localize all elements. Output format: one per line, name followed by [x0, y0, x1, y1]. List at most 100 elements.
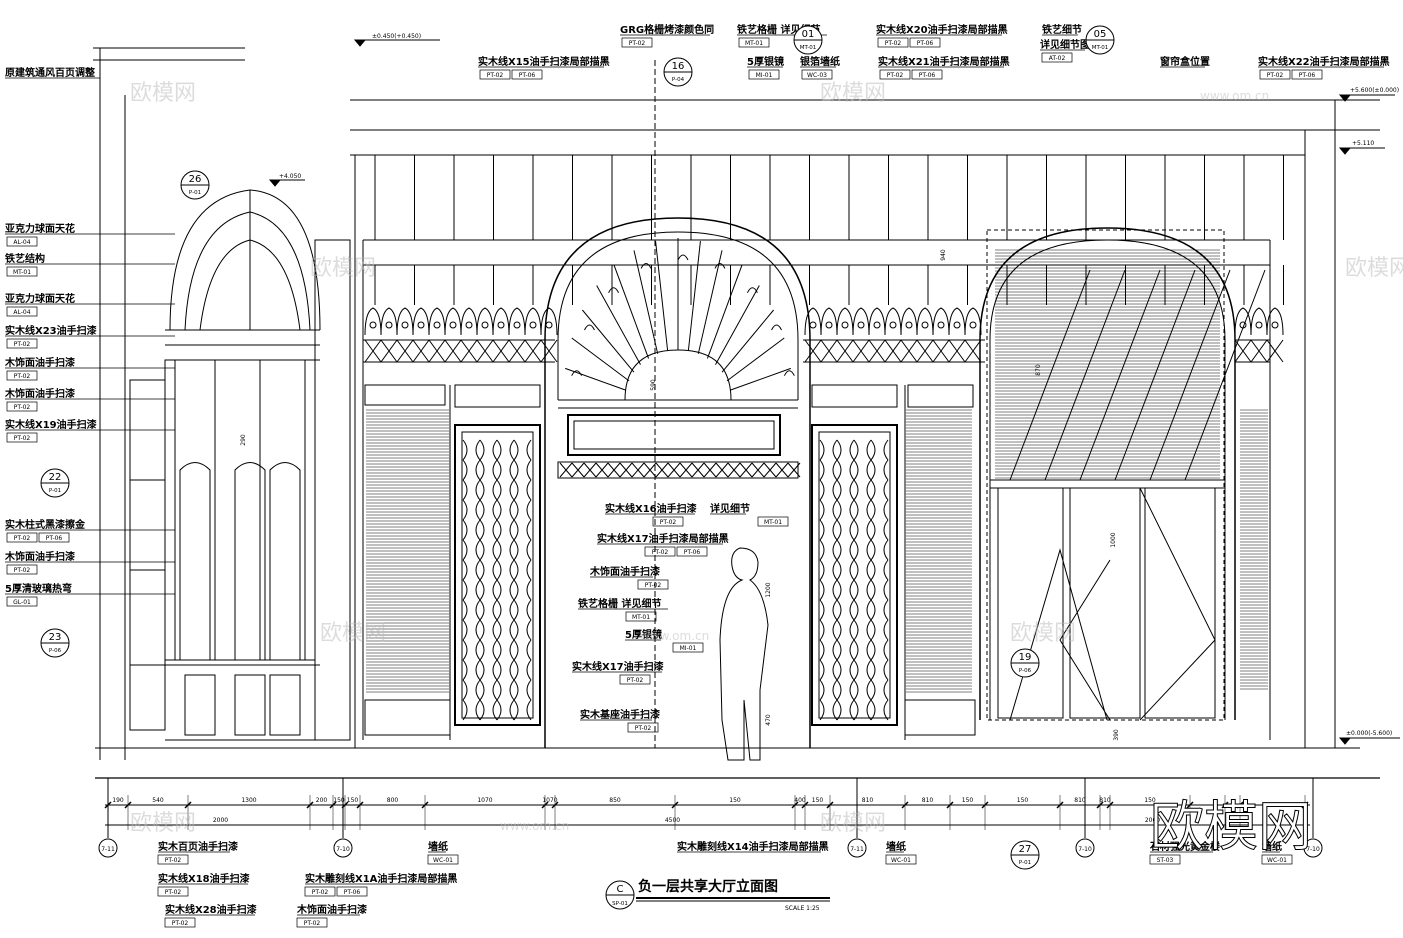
material-tag	[1261, 854, 1293, 865]
level-marker-top: ±0.450(+0.450)	[353, 33, 440, 47]
top-label: 实木线X22油手扫漆局部描黑	[1258, 55, 1390, 68]
side-dim-value: 940	[940, 249, 947, 261]
dim-value: 4500	[665, 817, 680, 824]
material-tag-text: PT-02	[887, 72, 904, 79]
left-label: 木饰面油手扫漆	[4, 550, 75, 563]
material-tag-text: PT-02	[304, 920, 321, 927]
left-label: 5厚清玻璃热弯	[5, 582, 72, 595]
material-tag-text: MT-01	[13, 269, 31, 276]
dim-value: 150	[333, 797, 345, 804]
material-tag-text: MI-01	[756, 72, 773, 79]
material-tag	[6, 370, 38, 381]
material-tag	[38, 532, 70, 543]
material-tag-text: PT-06	[519, 72, 536, 79]
material-tag-text: PT-02	[172, 920, 189, 927]
material-tag	[1149, 854, 1181, 865]
dim-lines	[105, 804, 1310, 826]
material-tag-text: PT-02	[312, 889, 329, 896]
material-tag	[6, 564, 38, 575]
bottom-label: 墙纸	[1262, 840, 1282, 853]
top-label: 窗帘盒位置	[1160, 55, 1210, 68]
left-label: 铁艺结构	[5, 252, 45, 265]
material-tag	[676, 546, 708, 557]
center-label: 木饰面油手扫漆	[589, 565, 660, 578]
material-tag-text: PT-02	[14, 435, 31, 442]
svg-text:+4.050: +4.050	[279, 173, 301, 180]
dim-value: 540	[152, 797, 164, 804]
bottom-label: 实木百页油手扫漆	[158, 840, 238, 853]
material-tag	[748, 69, 780, 80]
bubble-sheet: P-04	[672, 77, 685, 83]
decorative-crest	[364, 307, 1284, 363]
dim-value: 1070	[477, 797, 492, 804]
material-tag-text: PT-02	[652, 549, 669, 556]
center-label: 实木线X16油手扫漆	[605, 502, 697, 515]
material-tag	[6, 401, 38, 412]
material-tag-text: AL-04	[13, 239, 30, 246]
material-tag-text: WC-03	[807, 72, 827, 79]
svg-text:±0.000(-5.600): ±0.000(-5.600)	[1346, 730, 1392, 737]
material-tag	[296, 917, 328, 928]
bottom-label: 实木线X28油手扫漆	[165, 903, 257, 916]
material-tag	[6, 266, 38, 277]
window-hatch	[1009, 269, 1266, 481]
center-label: 铁艺格栅 详见细节	[578, 597, 661, 610]
dim-value: 2000	[1145, 817, 1160, 824]
material-tag	[6, 338, 38, 349]
side-panels	[364, 384, 976, 740]
top-label: 5厚银镜	[747, 55, 784, 68]
material-tag	[6, 306, 38, 317]
material-tag	[885, 854, 917, 865]
material-tag	[672, 642, 704, 653]
material-tag-text: PT-02	[165, 889, 182, 896]
material-tag	[157, 886, 189, 897]
bubble-number: 16	[672, 61, 685, 72]
dim-value: 810	[1099, 797, 1111, 804]
material-tag-text: PT-02	[487, 72, 504, 79]
material-tag-text: PT-02	[14, 404, 31, 411]
watermark: www.om.cn	[500, 819, 569, 833]
ceiling-grid-bars	[374, 155, 1284, 305]
svg-text:C: C	[617, 884, 624, 895]
watermark: 欧模网	[310, 256, 376, 281]
material-tag	[738, 37, 770, 48]
bubble-sheet: P-06	[49, 648, 62, 654]
watermark: 欧模网	[820, 811, 886, 836]
side-dim-value: 470	[765, 714, 772, 726]
material-tag	[627, 722, 659, 733]
material-tag	[644, 546, 676, 557]
material-tag	[6, 532, 38, 543]
material-tag-text: PT-06	[46, 535, 63, 542]
bottom-label: 石材强光黄金楼	[1149, 840, 1220, 853]
material-tag-text: PT-02	[660, 519, 677, 526]
side-dim-value: 870	[1035, 364, 1042, 376]
material-tag	[511, 69, 543, 80]
bubble-number: 01	[802, 29, 815, 40]
level-marker-l2: +5.110	[1338, 140, 1385, 155]
watermarks: 欧模网 欧模网 www.om.cn 欧模网 欧模网 欧模网 www.om.cn …	[130, 81, 1403, 836]
top-label: GRG格栅烤漆颜色同	[620, 23, 714, 36]
bottom-label: 实木雕刻线X1A油手扫漆局部描黑	[305, 872, 457, 885]
dim-value: 850	[609, 797, 621, 804]
dim-value: 810	[922, 797, 934, 804]
bubble-number: 22	[49, 472, 62, 483]
watermark: 欧模网	[130, 811, 196, 836]
material-tag-text: WC-01	[433, 857, 453, 864]
drawing-scale: SCALE 1:25	[785, 905, 820, 912]
material-tag-text: MI-01	[680, 645, 697, 652]
material-tag-text: PT-02	[629, 40, 646, 47]
top-label: 铁艺细节	[1042, 23, 1082, 36]
dim-value: 150	[729, 797, 741, 804]
material-tag-text: PT-02	[14, 535, 31, 542]
dim-value: 150	[1017, 797, 1029, 804]
material-tag	[6, 596, 38, 607]
left-label: 实木线X19油手扫漆	[5, 418, 97, 431]
bubble-number: 19	[1019, 652, 1032, 663]
brand-logo: 欧模网	[1150, 795, 1312, 858]
material-tag-text: PT-06	[1299, 72, 1316, 79]
watermark: 欧模网	[820, 81, 886, 106]
grille-door-right	[811, 424, 898, 726]
dim-value: 1070	[542, 797, 557, 804]
